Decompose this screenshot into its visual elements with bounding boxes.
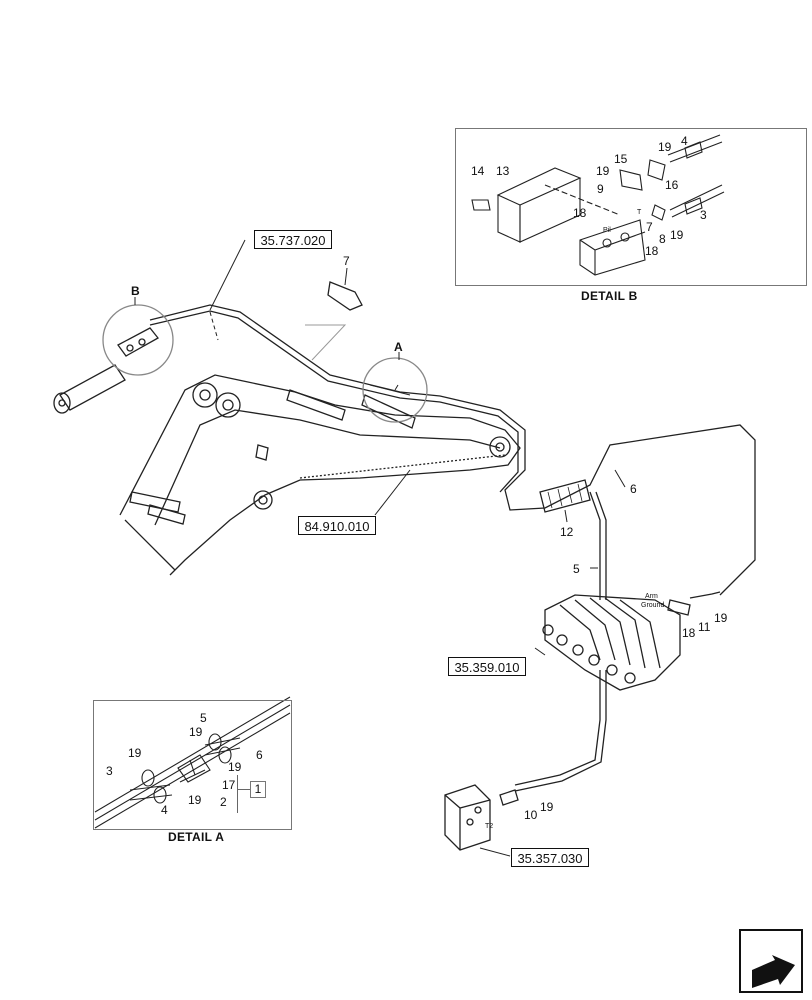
cylinder-drawing xyxy=(53,327,159,414)
detail-b-callout-14: 14 xyxy=(471,164,485,178)
callout-19-block: 19 xyxy=(540,800,554,814)
detail-a-marker: A xyxy=(394,340,403,354)
detail-b-callout-3: 3 xyxy=(700,208,707,222)
detail-b-label-t: T xyxy=(637,209,642,216)
detail-b-callout-19-mid: 19 xyxy=(596,164,610,178)
ref-35-357-030[interactable]: 35.357.030 xyxy=(511,848,589,867)
detail-b-title: DETAIL B xyxy=(581,289,638,303)
detail-a-bracket xyxy=(237,775,239,813)
label-t2: T2 xyxy=(485,823,494,830)
detail-a-bracket-tick xyxy=(237,789,250,791)
detail-a-callout-1-box: 1 xyxy=(250,781,266,798)
detail-b-callout-9: 9 xyxy=(597,182,604,196)
detail-b-callout-16: 16 xyxy=(665,178,679,192)
callout-11: 11 xyxy=(698,620,711,634)
detail-b-label-pil: Pil xyxy=(603,227,611,234)
detail-a-callout-19-right: 19 xyxy=(228,760,242,774)
control-valve-drawing xyxy=(542,594,691,691)
detail-b-callout-4: 4 xyxy=(681,134,688,148)
callout-19-valve: 19 xyxy=(714,611,728,625)
detail-b-callout-18-right: 18 xyxy=(645,244,659,258)
detail-a-callout-circle xyxy=(362,357,428,423)
detail-a-title: DETAIL A xyxy=(168,830,225,844)
detail-a-callout-19-top: 19 xyxy=(189,725,203,739)
detail-b-callout-8: 8 xyxy=(659,232,666,246)
label-ground: Ground xyxy=(641,602,665,609)
detail-a-callout-5: 5 xyxy=(200,711,207,725)
ref-35-359-010[interactable]: 35.359.010 xyxy=(448,657,526,676)
callout-10: 10 xyxy=(524,808,538,822)
detail-b-marker: B xyxy=(131,284,140,298)
detail-a-callout-19-left: 19 xyxy=(128,746,142,760)
detail-b-drawing xyxy=(471,134,725,276)
detail-b-callout-7: 7 xyxy=(646,220,653,234)
detail-a-callout-4: 4 xyxy=(161,803,168,817)
detail-a-callout-17: 17 xyxy=(222,778,236,792)
detail-b-frame xyxy=(455,128,807,286)
detail-b-callout-13: 13 xyxy=(496,164,510,178)
detail-b-callout-18-left: 18 xyxy=(573,206,587,220)
detail-b-callout-19-top: 19 xyxy=(658,140,672,154)
boom-drawing xyxy=(119,374,521,576)
callout-18: 18 xyxy=(682,626,696,640)
detail-a-callout-2: 2 xyxy=(220,795,227,809)
detail-a-drawing xyxy=(94,696,291,829)
callout-5: 5 xyxy=(573,562,580,576)
tank-block-drawing xyxy=(444,784,519,851)
detail-a-callout-3: 3 xyxy=(106,764,113,778)
callout-12: 12 xyxy=(560,525,574,539)
bracket-drawing xyxy=(327,281,363,311)
detail-a-frame xyxy=(93,700,292,830)
nav-arrow-icon[interactable] xyxy=(739,929,803,993)
callout-6: 6 xyxy=(630,482,637,496)
detail-b-callout-circle xyxy=(102,304,174,376)
detail-b-callout-15: 15 xyxy=(614,152,628,166)
detail-a-callout-6: 6 xyxy=(256,748,263,762)
protection-sleeve xyxy=(539,479,591,513)
ref-84-910-010[interactable]: 84.910.010 xyxy=(298,516,376,535)
callout-7: 7 xyxy=(343,254,350,268)
ref-35-737-020[interactable]: 35.737.020 xyxy=(254,230,332,249)
detail-b-callout-19-right: 19 xyxy=(670,228,684,242)
hose-lines xyxy=(149,304,756,792)
detail-a-callout-19-bottom: 19 xyxy=(188,793,202,807)
label-arm: Arm xyxy=(645,593,658,600)
